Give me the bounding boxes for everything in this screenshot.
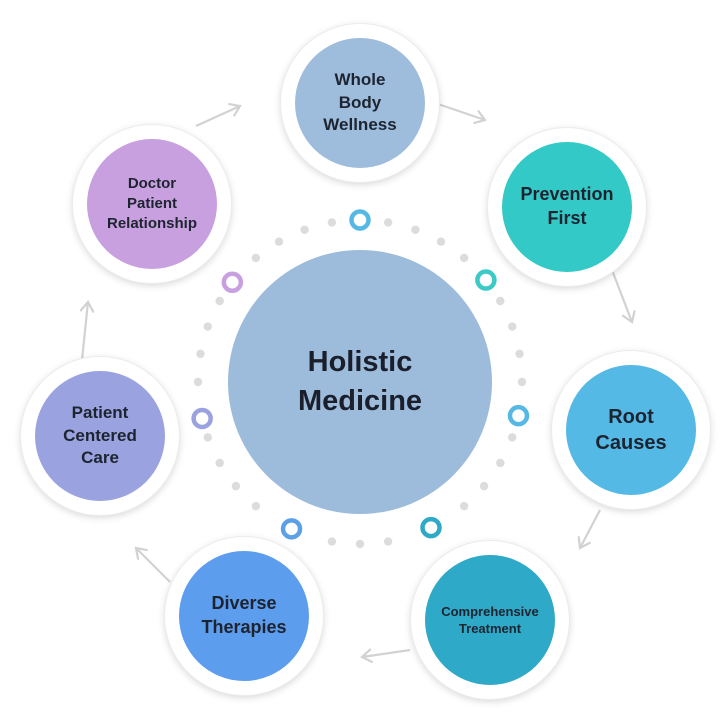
connector-arrow bbox=[610, 269, 634, 323]
ring-dot bbox=[517, 377, 527, 387]
ring-dot bbox=[327, 537, 337, 546]
node-prevention-first: Prevention First bbox=[488, 128, 646, 286]
ring-dot bbox=[215, 296, 224, 306]
ring-dot bbox=[251, 501, 261, 511]
node-label: Patient Centered Care bbox=[63, 403, 137, 468]
center-circle: Holistic Medicine bbox=[228, 250, 492, 514]
ring-dot bbox=[231, 481, 241, 491]
arrow-head bbox=[360, 648, 373, 663]
node-label: Root Causes bbox=[595, 405, 667, 454]
arrow-head bbox=[228, 103, 242, 117]
accent-ring bbox=[191, 407, 213, 430]
accent-ring bbox=[507, 404, 530, 427]
node-fill: Comprehensive Treatment bbox=[425, 555, 555, 685]
ring-dot bbox=[215, 458, 224, 468]
ring-dot bbox=[479, 481, 489, 491]
node-comprehensive-treatment: Comprehensive Treatment bbox=[411, 541, 569, 699]
ring-dot bbox=[203, 433, 212, 442]
node-fill: Patient Centered Care bbox=[35, 371, 165, 501]
ring-dot bbox=[496, 458, 505, 468]
ring-dot bbox=[251, 253, 261, 263]
ring-dot bbox=[515, 349, 524, 359]
node-label: Comprehensive Treatment bbox=[441, 603, 539, 636]
arrow-head bbox=[79, 300, 95, 313]
connector-arrow bbox=[579, 509, 601, 549]
ring-dot bbox=[196, 349, 205, 359]
arrow-head bbox=[621, 310, 636, 324]
arrow-head bbox=[577, 535, 591, 550]
accent-ring bbox=[475, 269, 497, 291]
accent-ring bbox=[221, 271, 244, 294]
connector-arrow bbox=[80, 301, 90, 361]
node-fill: Diverse Therapies bbox=[179, 551, 309, 681]
node-label: Whole Body Wellness bbox=[323, 70, 397, 135]
node-fill: Root Causes bbox=[566, 365, 696, 495]
connector-arrow bbox=[135, 547, 171, 583]
ring-dot bbox=[496, 296, 505, 306]
node-diverse-therapies: Diverse Therapies bbox=[165, 537, 323, 695]
ring-dot bbox=[203, 322, 212, 331]
ring-dot bbox=[383, 218, 393, 227]
node-root-causes: Root Causes bbox=[552, 351, 710, 509]
arrow-head bbox=[473, 110, 487, 125]
node-label: Diverse Therapies bbox=[201, 593, 287, 637]
accent-ring bbox=[280, 518, 303, 540]
node-label: Prevention First bbox=[520, 184, 614, 228]
node-fill: Doctor Patient Relationship bbox=[87, 139, 217, 269]
ring-dot bbox=[436, 237, 446, 246]
center-label: Holistic Medicine bbox=[297, 345, 423, 417]
ring-dot bbox=[300, 225, 309, 234]
accent-ring bbox=[349, 209, 371, 231]
ring-dot bbox=[508, 433, 517, 442]
arrow-head bbox=[134, 546, 148, 560]
ring-dot bbox=[508, 322, 517, 331]
ring-dot bbox=[355, 539, 365, 549]
node-patient-centered-care: Patient Centered Care bbox=[21, 357, 179, 515]
node-doctor-patient-relationship: Doctor Patient Relationship bbox=[73, 125, 231, 283]
ring-dot bbox=[459, 253, 469, 263]
node-label: Doctor Patient Relationship bbox=[106, 175, 197, 232]
connector-arrow bbox=[437, 102, 486, 122]
node-fill: Whole Body Wellness bbox=[295, 38, 425, 168]
accent-ring bbox=[420, 516, 442, 539]
connector-arrow bbox=[361, 648, 411, 659]
node-whole-body-wellness: Whole Body Wellness bbox=[281, 24, 439, 182]
ring-dot bbox=[383, 537, 393, 546]
connector-arrow bbox=[195, 104, 241, 128]
ring-dot bbox=[411, 225, 420, 234]
ring-dot bbox=[274, 237, 284, 246]
node-fill: Prevention First bbox=[502, 142, 632, 272]
ring-dot bbox=[193, 377, 203, 387]
ring-dot bbox=[327, 218, 337, 227]
ring-dot bbox=[459, 501, 469, 511]
